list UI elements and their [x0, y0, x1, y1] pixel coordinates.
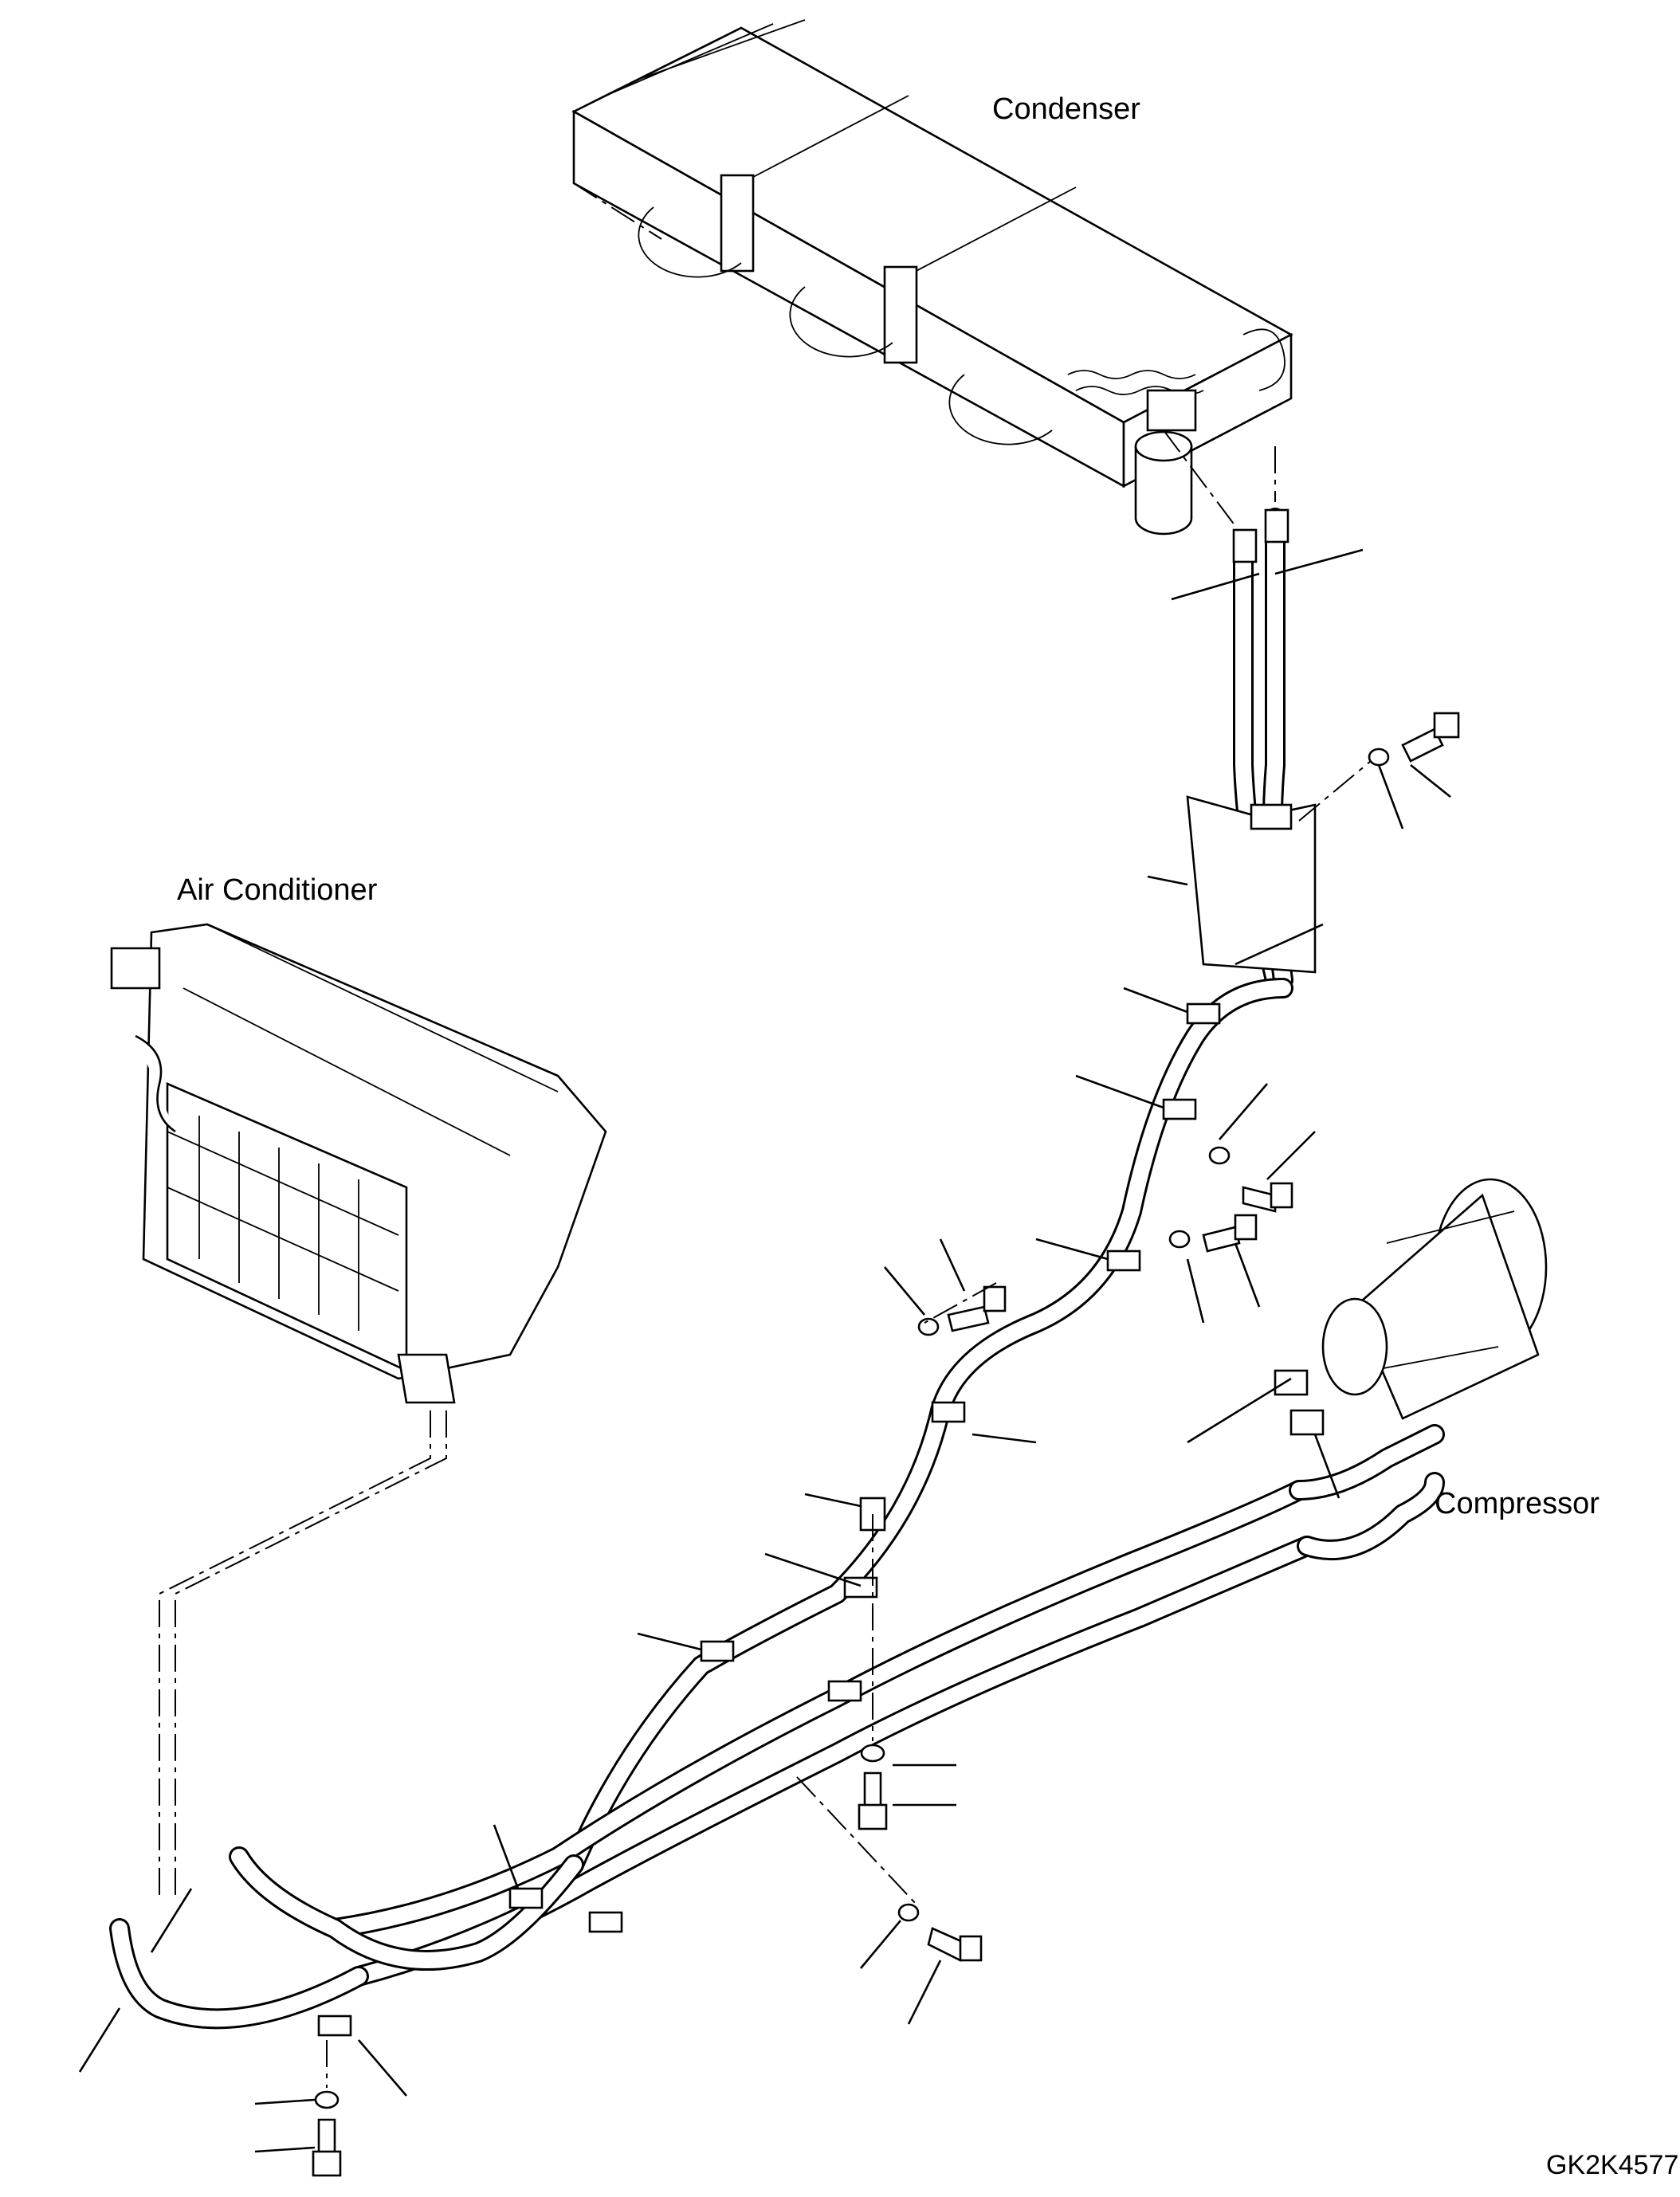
drawing-number: GK2K4577	[1546, 2150, 1679, 2180]
condenser-unit	[571, 19, 1293, 536]
air-conditioner-unit	[110, 923, 607, 1897]
compressor-label: Compressor	[1435, 1487, 1600, 1520]
compressor-unit	[1274, 1178, 1548, 1436]
upper-clamp-bolt	[1250, 712, 1460, 830]
air-conditioner-label: Air Conditioner	[177, 873, 378, 907]
leader-lines	[78, 548, 1451, 2153]
fasteners	[312, 1146, 1293, 2177]
hose-guard-plate	[1186, 795, 1317, 974]
hose-clamps	[317, 1002, 1221, 2037]
condenser-label: Condenser	[992, 92, 1140, 126]
